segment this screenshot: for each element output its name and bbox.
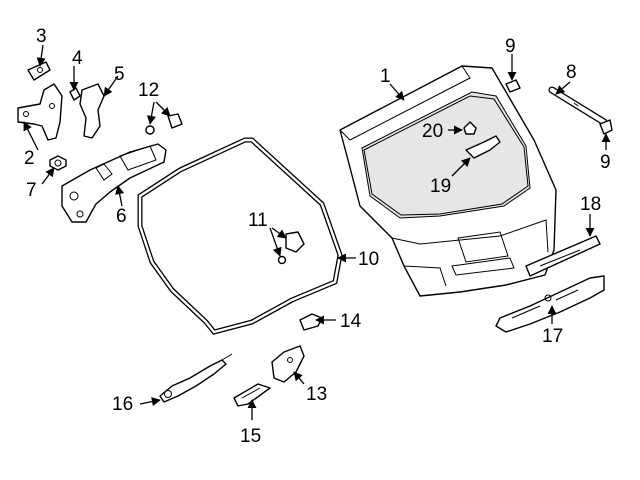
callout-10: 10: [358, 249, 379, 270]
callout-8: 8: [566, 62, 577, 83]
leader-lines: [23, 44, 611, 420]
callout-17: 17: [542, 326, 563, 347]
callout-15: 15: [240, 426, 261, 447]
trim-panel: [79, 83, 105, 139]
callout-labels: 1 2 3 4 5 6 7 8 9 9 10 11 12 13 14 15 16…: [24, 26, 611, 447]
callout-6: 6: [116, 206, 127, 227]
callout-19: 19: [430, 176, 451, 197]
wiper-bracket: [465, 135, 501, 159]
license-lamp-housing: [525, 235, 601, 277]
hinge: [17, 83, 63, 141]
callout-4: 4: [72, 48, 83, 69]
callout-20: 20: [422, 121, 443, 142]
callout-18: 18: [580, 194, 601, 215]
lock-actuator: [271, 345, 305, 383]
striker: [277, 231, 305, 265]
handle-garnish: [495, 275, 605, 333]
callout-16: 16: [112, 394, 133, 415]
callout-14: 14: [340, 311, 362, 332]
latch-actuator: [61, 143, 167, 223]
release-cable: [159, 353, 233, 403]
bracket-small: [27, 61, 51, 81]
callout-3: 3: [36, 26, 47, 47]
ball-stud-lower: [599, 119, 613, 135]
retainer-clip: [463, 121, 477, 135]
weatherstrip-seal: [137, 137, 343, 335]
callout-13: 13: [306, 384, 327, 405]
release-switch: [233, 383, 271, 407]
latch-bracket: [299, 313, 323, 331]
callout-12: 12: [138, 80, 159, 101]
callout-2: 2: [24, 148, 35, 169]
callout-1: 1: [380, 66, 391, 87]
callout-5: 5: [114, 64, 125, 85]
gas-strut: [548, 86, 608, 126]
clip: [69, 87, 81, 101]
callout-9-lower: 9: [600, 152, 611, 173]
ball-stud-upper: [505, 79, 521, 93]
callout-11: 11: [248, 210, 268, 231]
bolt-and-bumper: [145, 113, 183, 135]
nut: [49, 155, 67, 171]
callout-7: 7: [26, 180, 37, 201]
liftgate-panel: [339, 65, 557, 297]
callout-9-upper: 9: [505, 36, 516, 57]
